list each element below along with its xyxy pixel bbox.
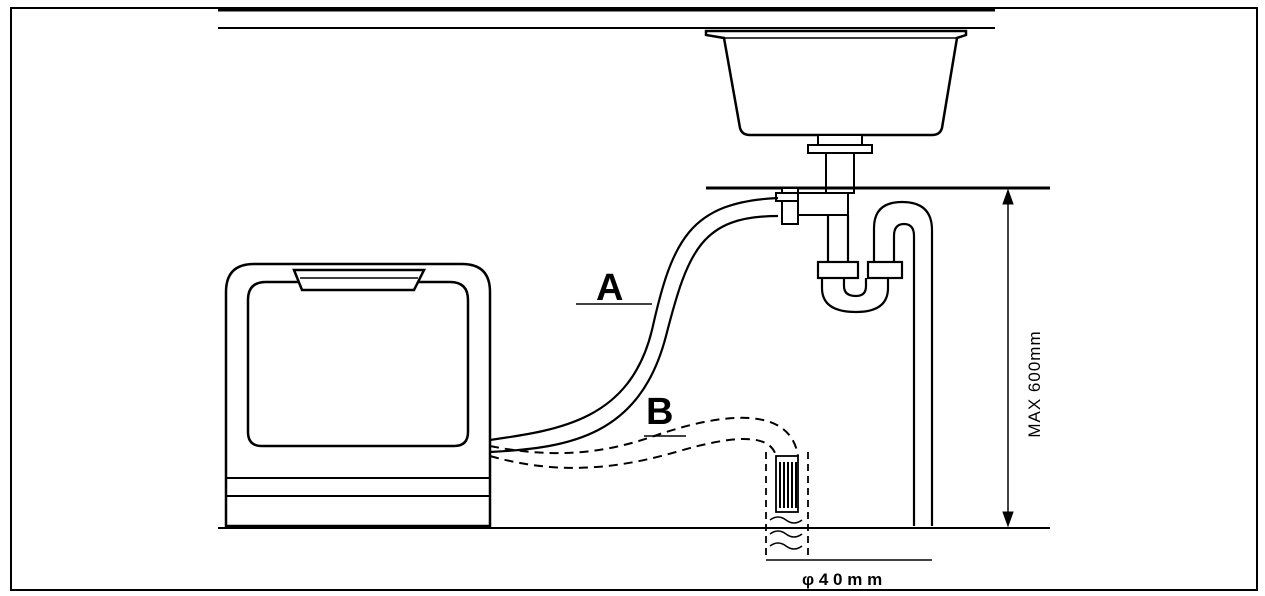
max-height-label: MAX 600mm — [1025, 330, 1044, 437]
sink-basin — [704, 29, 968, 137]
p-trap — [816, 200, 934, 526]
standpipe — [765, 452, 809, 560]
hose-b-label: B — [646, 391, 673, 433]
drain-hose-b — [489, 416, 799, 469]
pipe-diameter-label: φ 4 0 m m — [802, 570, 882, 589]
sink-drain — [807, 134, 873, 194]
hose-a-label: A — [596, 267, 623, 309]
drain-tee — [775, 187, 849, 225]
diagram-frame — [10, 7, 1258, 591]
countertop — [218, 8, 995, 29]
height-dimension — [1002, 188, 1014, 528]
drain-hose-a — [489, 196, 779, 454]
dishwasher — [224, 262, 492, 528]
